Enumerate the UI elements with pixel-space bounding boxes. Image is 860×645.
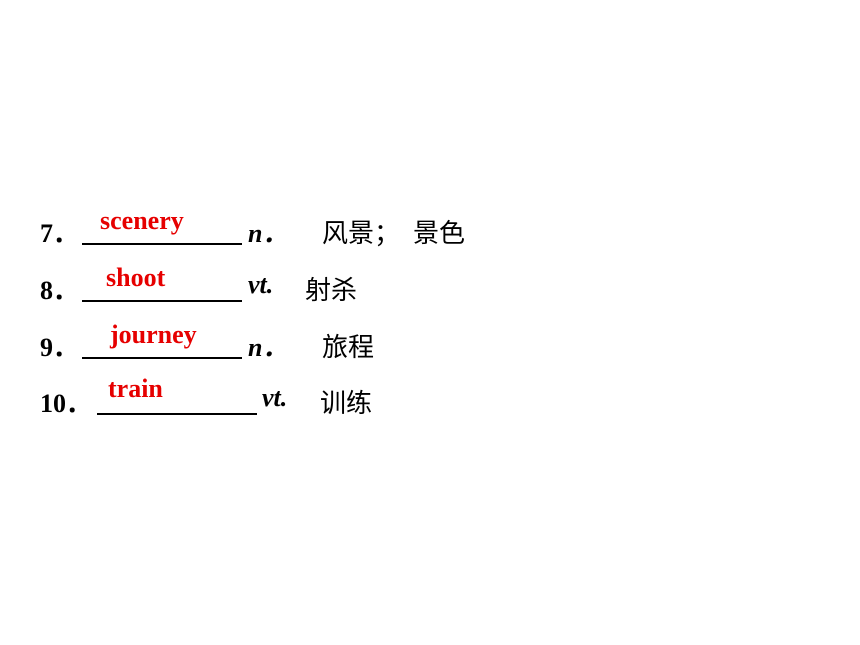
- chinese-meaning: 训练: [320, 389, 373, 419]
- answer-word: journey: [110, 320, 197, 349]
- item-number: 7．: [40, 219, 80, 248]
- vocab-item-10: 10． train vt. 训练: [0, 374, 860, 419]
- vocab-item-7: 7． scenery n． 风景； 景色: [0, 206, 860, 249]
- answer-blank: [82, 243, 242, 245]
- answer-word: train: [108, 374, 163, 403]
- chinese-meaning: 旅程: [322, 333, 375, 363]
- vocab-item-8: 8． shoot vt. 射杀: [0, 263, 860, 306]
- vocab-item-9: 9． journey n． 旅程: [0, 320, 860, 363]
- answer-blank: [82, 300, 242, 302]
- item-number: 9．: [40, 333, 80, 362]
- answer-blank: [82, 357, 242, 359]
- chinese-meaning: 风景； 景色: [322, 219, 466, 249]
- answer-blank: [97, 413, 257, 415]
- part-of-speech: n．: [248, 333, 289, 362]
- answer-word: shoot: [106, 263, 166, 292]
- answer-word: scenery: [100, 206, 184, 235]
- part-of-speech: vt.: [248, 270, 274, 299]
- chinese-meaning: 射杀: [305, 276, 358, 306]
- item-number: 10．: [40, 389, 93, 418]
- item-number: 8．: [40, 276, 80, 305]
- part-of-speech: n．: [248, 219, 289, 248]
- part-of-speech: vt.: [262, 383, 288, 412]
